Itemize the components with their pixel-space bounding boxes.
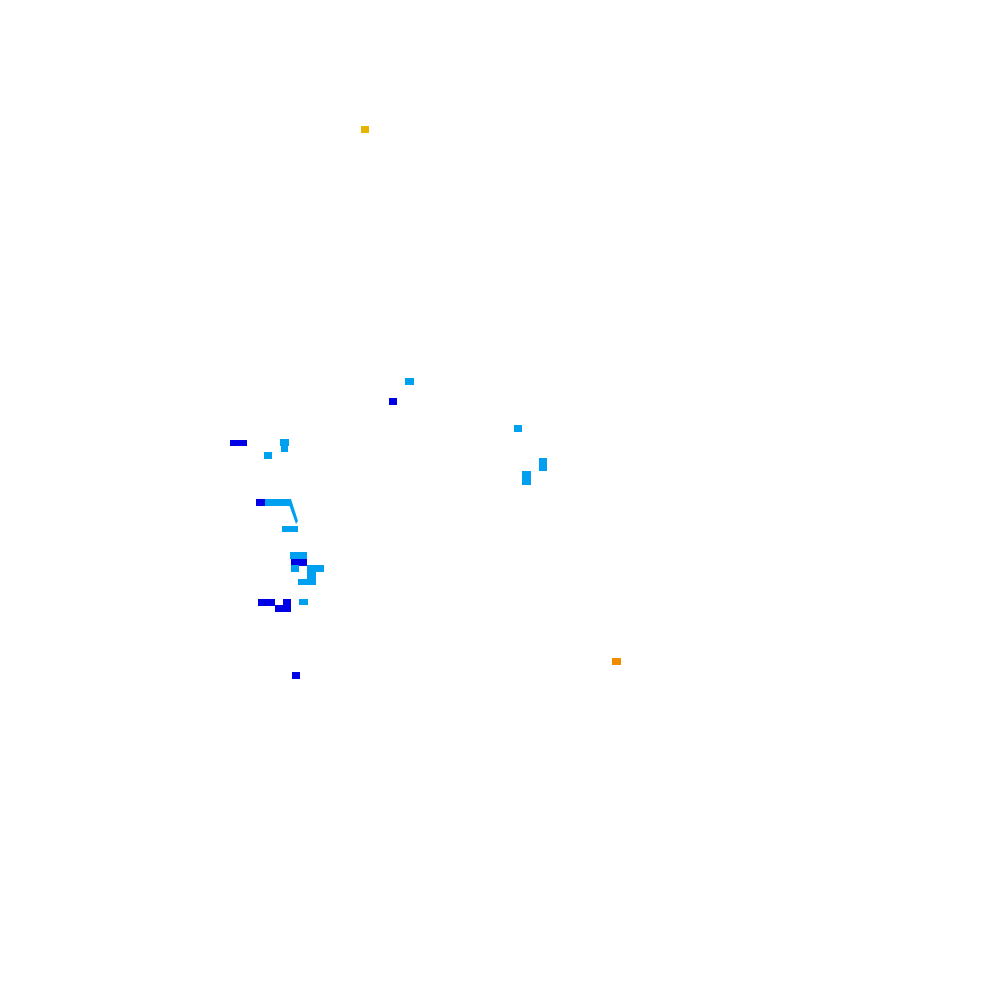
map-cell-dark-blue-20 bbox=[258, 599, 275, 606]
map-cell-dark-blue-22 bbox=[275, 605, 291, 612]
map-cell-light-blue-13 bbox=[282, 526, 298, 532]
map-cell-light-blue-4 bbox=[514, 425, 522, 432]
map-cell-orange-24 bbox=[612, 658, 621, 665]
map-cell-dark-blue-15 bbox=[291, 559, 307, 566]
map-cell-light-blue-14 bbox=[290, 552, 307, 559]
map-cell-dark-blue-11 bbox=[256, 499, 265, 506]
map-diagonal-segment bbox=[287, 499, 298, 524]
map-cell-dark-blue-21 bbox=[283, 599, 291, 606]
map-cell-light-blue-9 bbox=[539, 458, 547, 471]
map-cell-light-blue-8 bbox=[264, 452, 272, 459]
map-cell-light-blue-2 bbox=[405, 378, 414, 385]
map-cell-light-blue-16 bbox=[291, 565, 299, 572]
map-cell-light-blue-18 bbox=[307, 572, 316, 579]
map-cell-light-blue-12 bbox=[265, 499, 290, 506]
map-cell-light-blue-19 bbox=[298, 579, 316, 585]
map-cell-light-blue-6 bbox=[280, 439, 289, 446]
map-cell-light-blue-7 bbox=[281, 445, 288, 452]
map-cell-dark-blue-3 bbox=[389, 398, 397, 405]
map-features bbox=[230, 126, 621, 679]
map-cell-dark-blue-25 bbox=[292, 672, 300, 679]
map-cell-light-blue-23 bbox=[299, 599, 308, 605]
map-cell-light-blue-10 bbox=[522, 471, 531, 485]
map-cell-yellow-1 bbox=[361, 126, 369, 133]
map-cell-light-blue-17 bbox=[307, 565, 324, 572]
map-cell-dark-blue-5 bbox=[230, 440, 247, 446]
